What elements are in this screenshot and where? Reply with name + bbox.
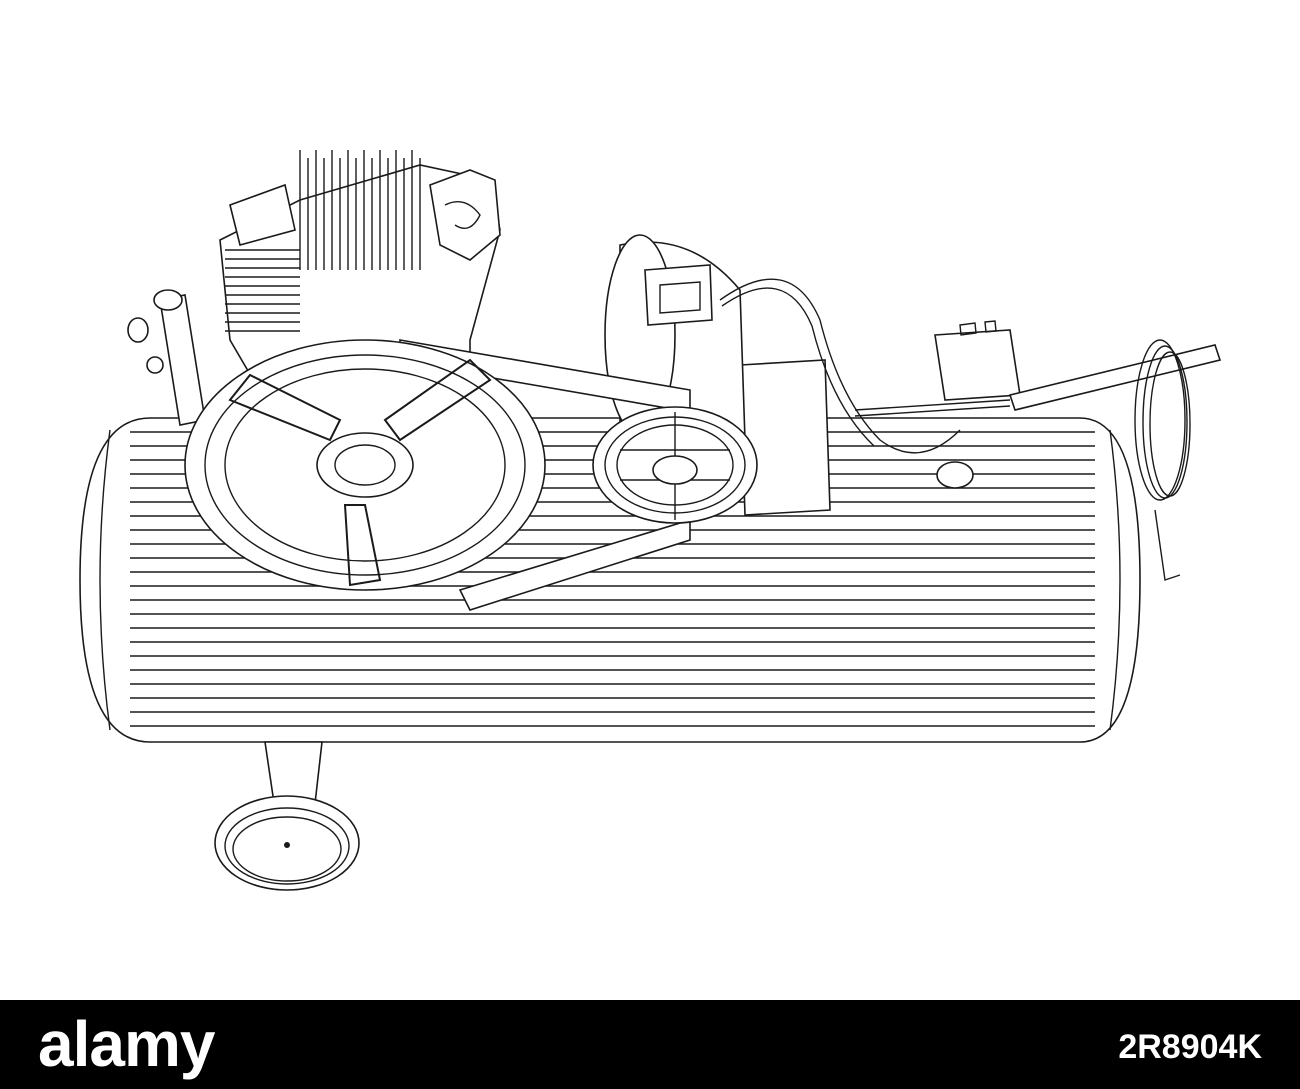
compressor-drawing [79, 150, 1222, 891]
handle-hose [854, 339, 1222, 581]
regulator [127, 289, 206, 426]
flywheel [184, 339, 546, 591]
brand-logo: alamy [38, 1008, 215, 1080]
pump-fins [225, 150, 421, 332]
compressor-illustration [79, 150, 1222, 891]
pressure-switch [934, 320, 1021, 489]
motor-pulley [592, 406, 758, 524]
watermark-footer: alamy 2R8904K [0, 1000, 1300, 1089]
image-id: 2R8904K [1118, 1028, 1262, 1066]
wheel [214, 741, 360, 891]
